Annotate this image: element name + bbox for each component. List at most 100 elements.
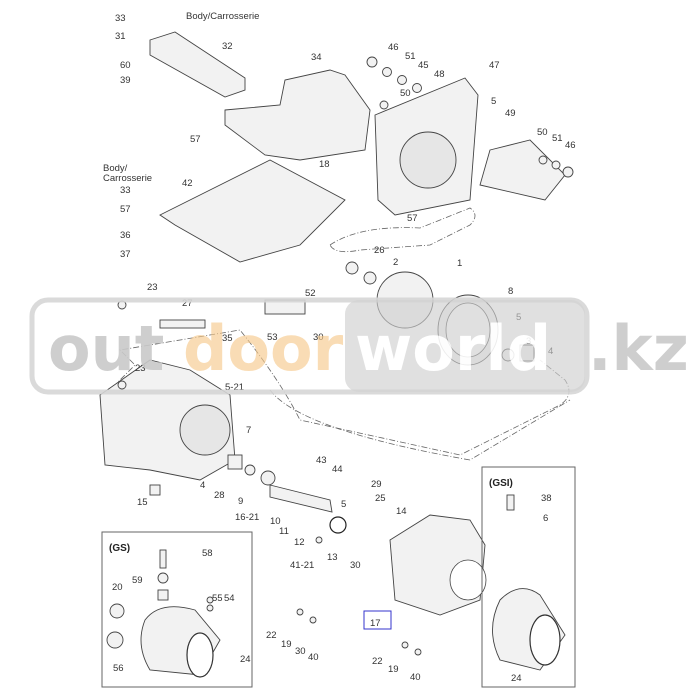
part-label-39: 39: [120, 75, 131, 86]
part-label-30: 30: [350, 560, 361, 571]
part-label-23: 23: [135, 363, 146, 374]
part-label-42: 42: [182, 178, 193, 189]
part-label-6: 6: [543, 513, 548, 524]
part-label-8: 8: [508, 286, 513, 297]
part-label-25: 25: [375, 493, 386, 504]
part-label-11: 11: [279, 526, 289, 537]
part-label-24: 24: [511, 673, 522, 684]
watermark-door: door: [183, 312, 344, 385]
part-label-53: 53: [267, 332, 278, 343]
part-label-15: 15: [137, 497, 148, 508]
part-label-45: 45: [418, 60, 429, 71]
part-label-40: 40: [308, 652, 319, 663]
inset-gs-title: (GS): [109, 543, 130, 554]
part-label-50: 50: [400, 88, 411, 99]
part-label-50: 50: [537, 127, 548, 138]
part-56-bushing: [106, 631, 124, 649]
part-label-28: 28: [214, 490, 225, 501]
part-label-46: 46: [388, 42, 399, 53]
part-label-55: 55: [212, 593, 223, 604]
part-label-43: 43: [316, 455, 327, 466]
part-label-23: 23: [147, 282, 158, 293]
hardware: [117, 56, 574, 656]
part-label-19: 19: [388, 664, 399, 675]
part-label-54: 54: [224, 593, 235, 604]
part-label-body-carrosserie: Body/Carrosserie: [186, 11, 259, 22]
part-20-grommet: [109, 603, 125, 619]
part-18-plate: [159, 159, 346, 263]
watermark-world: world: [355, 312, 551, 385]
part-label-9: 9: [238, 496, 243, 507]
part-label-1: 1: [457, 258, 462, 269]
inset-gsi-title: (GSI): [489, 478, 513, 489]
part-label-5: 5: [491, 96, 496, 107]
part-label-60: 60: [120, 60, 131, 71]
watermark-out: out: [48, 312, 164, 385]
part-47-opening: [399, 131, 457, 189]
part-label-38: 38: [541, 493, 552, 504]
part-label-22: 22: [266, 630, 277, 641]
part-label-51: 51: [552, 133, 563, 144]
part-label-32: 32: [222, 41, 233, 52]
part-label-27: 27: [182, 298, 193, 309]
inset-gs-box: [101, 531, 253, 688]
part-label-body-: Body/: [103, 163, 128, 174]
part-label-19: 19: [281, 639, 292, 650]
part-7-inlet: [179, 404, 231, 456]
part-label-46: 46: [565, 140, 576, 151]
part-10-shaft: [269, 484, 333, 513]
part-label-26: 26: [374, 245, 385, 256]
part-label-18: 18: [319, 159, 330, 170]
part-label-5-21: 5-21: [225, 382, 244, 393]
part-label-51: 51: [405, 51, 416, 62]
part-32-bracket: [149, 31, 246, 98]
part-label-57: 57: [407, 213, 418, 224]
part-label-36: 36: [120, 230, 131, 241]
part-label-30: 30: [295, 646, 306, 657]
watermark: out door world .kz: [29, 297, 689, 395]
part-rear-bracket: [479, 139, 566, 201]
part-label-4: 4: [200, 480, 205, 491]
part-label-40: 40: [410, 672, 421, 683]
part-label-16-21: 16-21: [235, 512, 259, 523]
watermark-kz: .kz: [588, 312, 689, 385]
part-label-24: 24: [240, 654, 251, 665]
part-label-12: 12: [294, 537, 305, 548]
part-label-31: 31: [115, 31, 126, 42]
part-label-47: 47: [489, 60, 500, 71]
part-label-2: 2: [393, 257, 398, 268]
part-labels: 3331Body/Carrosserie3260393457Body/Carro…: [103, 11, 576, 684]
part-label-33: 33: [120, 185, 131, 196]
part-label-7: 7: [246, 425, 251, 436]
part-label-22: 22: [372, 656, 383, 667]
part-label-17: 17: [370, 618, 381, 629]
part-label-35: 35: [222, 333, 233, 344]
inset-gsi-box: [481, 466, 576, 688]
part-label-41-21: 41-21: [290, 560, 314, 571]
part-label-56: 56: [113, 663, 124, 674]
part-label-44: 44: [332, 464, 343, 475]
part-label-5: 5: [341, 499, 346, 510]
highlight-box-17: [363, 610, 392, 630]
part-label-33: 33: [115, 13, 126, 24]
part-label-carrosserie: Carrosserie: [103, 173, 152, 184]
part-label-20: 20: [112, 582, 123, 593]
part-34-cover: [224, 69, 371, 161]
part-label-57: 57: [120, 204, 131, 215]
part-label-59: 59: [132, 575, 143, 586]
part-label-30: 30: [313, 332, 324, 343]
part-label-49: 49: [505, 108, 516, 119]
assembly-outline-right: [269, 389, 571, 461]
part-label-58: 58: [202, 548, 213, 559]
part-label-14: 14: [396, 506, 407, 517]
part-label-13: 13: [327, 552, 338, 563]
part-label-52: 52: [305, 288, 316, 299]
part-label-10: 10: [270, 516, 281, 527]
part-label-29: 29: [371, 479, 382, 490]
part-label-48: 48: [434, 69, 445, 80]
part-label-34: 34: [311, 52, 322, 63]
part-label-57: 57: [190, 134, 201, 145]
part-label-37: 37: [120, 249, 131, 260]
